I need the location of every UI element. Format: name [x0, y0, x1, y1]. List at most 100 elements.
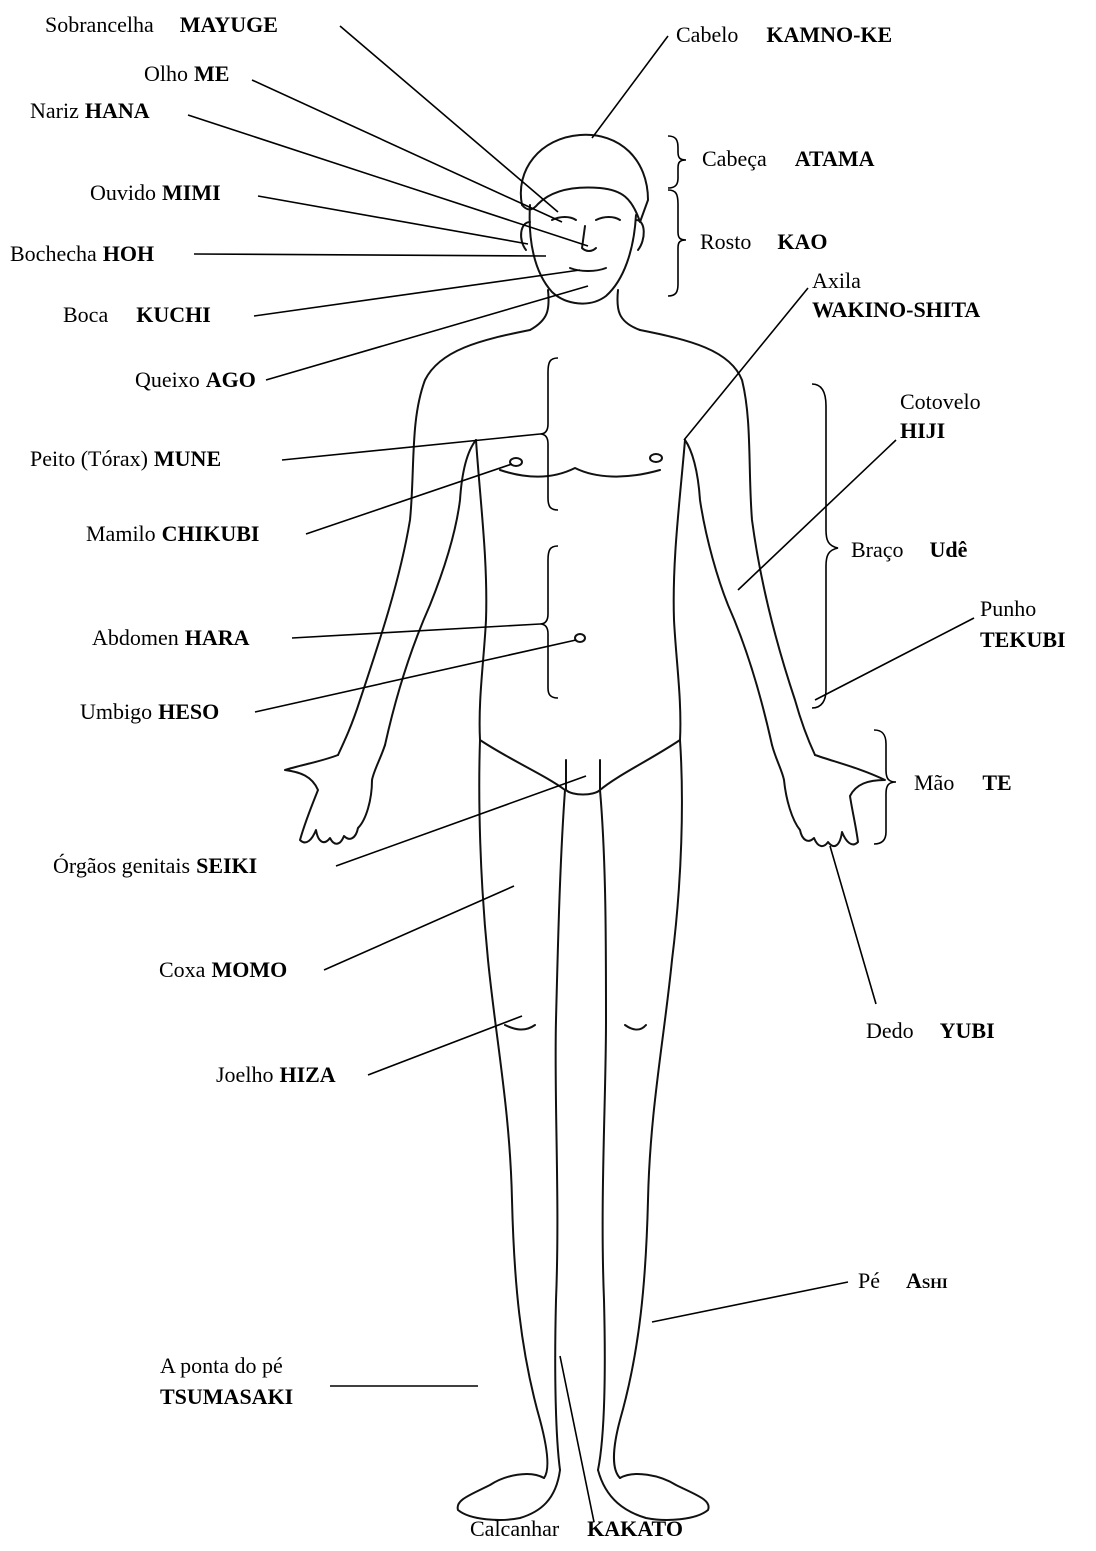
leader-ago: [266, 286, 588, 380]
label-ponta-jp: TSUMASAKI: [160, 1384, 293, 1410]
label-calcanhar: Calcanhar KAKATO: [470, 1516, 683, 1542]
groin-right: [600, 740, 680, 790]
torso-right: [674, 440, 685, 740]
nose: [582, 226, 596, 251]
label-olho-pt: Olho: [144, 61, 188, 86]
label-punho-pt: Punho: [980, 596, 1036, 622]
label-sobrancelha-pt: Sobrancelha: [45, 12, 154, 37]
label-cotovelo-pt: Cotovelo: [900, 389, 981, 415]
label-axila-jp: WAKINO-SHITA: [812, 297, 980, 323]
label-bochecha-pt: Bochecha: [10, 241, 97, 266]
label-umbigo-jp: HESO: [158, 699, 219, 724]
label-queixo-pt: Queixo: [135, 367, 200, 392]
leader-axila: [684, 288, 808, 440]
label-cabeca-jp: ATAMA: [795, 146, 875, 171]
label-ouvido-pt: Ouvido: [90, 180, 156, 205]
right-hand: [772, 745, 885, 846]
right-eye: [596, 217, 620, 220]
label-sobrancelha-jp: MAYUGE: [180, 12, 278, 37]
label-cotovelo-jp: HIJI: [900, 418, 945, 444]
right-foot: [598, 1470, 709, 1520]
leader-mayuge: [340, 26, 558, 212]
label-abdomen: AbdomenHARA: [92, 625, 250, 651]
human-figure: [285, 135, 885, 1520]
leader-hoh: [194, 254, 546, 256]
label-mao-jp: TE: [982, 770, 1011, 795]
label-cabelo-jp: KAMNO-KE: [766, 22, 892, 47]
label-mao-pt: Mão: [914, 770, 954, 795]
label-cabelo: Cabelo KAMNO-KE: [676, 22, 892, 48]
label-boca-jp: KUCHI: [136, 302, 211, 327]
label-coxa-pt: Coxa: [159, 957, 205, 982]
right-ear: [636, 220, 644, 250]
label-peito-pt: Peito (Tórax): [30, 446, 148, 471]
label-rosto-jp: KAO: [777, 229, 827, 254]
label-rosto-pt: Rosto: [700, 229, 751, 254]
label-sobrancelha: Sobrancelha MAYUGE: [45, 12, 278, 38]
brace-mao: [874, 730, 896, 844]
leader-seiki: [336, 776, 586, 866]
label-punho-jp: TEKUBI: [980, 627, 1066, 653]
label-nariz-pt: Nariz: [30, 98, 79, 123]
label-queixo-jp: AGO: [206, 367, 256, 392]
label-umbigo-pt: Umbigo: [80, 699, 152, 724]
left-knee: [505, 1025, 535, 1030]
label-joelho-pt: Joelho: [216, 1062, 273, 1087]
right-arm-inner: [685, 440, 772, 745]
leader-ashi: [652, 1282, 848, 1322]
neck-left: [530, 290, 549, 330]
label-bochecha-jp: HOH: [103, 241, 154, 266]
label-umbigo: UmbigoHESO: [80, 699, 219, 725]
leader-mimi: [258, 196, 528, 244]
label-olho-jp: ME: [194, 61, 229, 86]
label-rosto: Rosto KAO: [700, 229, 827, 255]
label-calcanhar-pt: Calcanhar: [470, 1516, 559, 1541]
leader-kuchi: [254, 270, 580, 316]
label-coxa-jp: MOMO: [211, 957, 287, 982]
label-mamilo-pt: Mamilo: [86, 521, 156, 546]
leader-cabelo: [592, 36, 668, 138]
neck-right: [617, 290, 640, 330]
label-calcanhar-jp: KAKATO: [587, 1516, 683, 1541]
label-cabeca: CabeçaATAMA: [702, 146, 875, 172]
label-orgaos-pt: Órgãos genitais: [53, 853, 190, 878]
right-leg-inner: [598, 790, 606, 1470]
torso-left: [476, 440, 486, 740]
label-pe-pt: Pé: [858, 1268, 880, 1293]
right-nipple: [650, 454, 662, 462]
brace-braco: [812, 384, 838, 708]
left-arm-inner: [385, 440, 476, 745]
leader-yubi: [830, 846, 876, 1004]
left-hand: [285, 745, 385, 844]
label-cabelo-pt: Cabelo: [676, 22, 738, 47]
leader-tekubi: [815, 618, 974, 700]
label-peito-jp: MUNE: [154, 446, 221, 471]
label-joelho: JoelhoHIZA: [216, 1062, 336, 1088]
groin-left: [480, 740, 565, 790]
brace-mune: [540, 358, 558, 510]
label-braco-jp: Udê: [930, 537, 968, 562]
navel: [575, 634, 585, 642]
left-arm-outer: [338, 330, 530, 755]
label-peito: Peito (Tórax)MUNE: [30, 446, 221, 472]
left-leg-inner: [555, 790, 565, 1470]
label-mamilo-jp: CHIKUBI: [162, 521, 260, 546]
leader-lines: [188, 26, 974, 1522]
left-leg-outer: [479, 740, 547, 1478]
label-orgaos-jp: SEIKI: [196, 853, 257, 878]
label-boca-pt: Boca: [63, 302, 108, 327]
label-joelho-jp: HIZA: [279, 1062, 335, 1087]
label-mao: Mão TE: [914, 770, 1012, 796]
chest-line: [500, 468, 660, 477]
brace-hara: [540, 546, 558, 698]
left-foot: [458, 1470, 560, 1520]
